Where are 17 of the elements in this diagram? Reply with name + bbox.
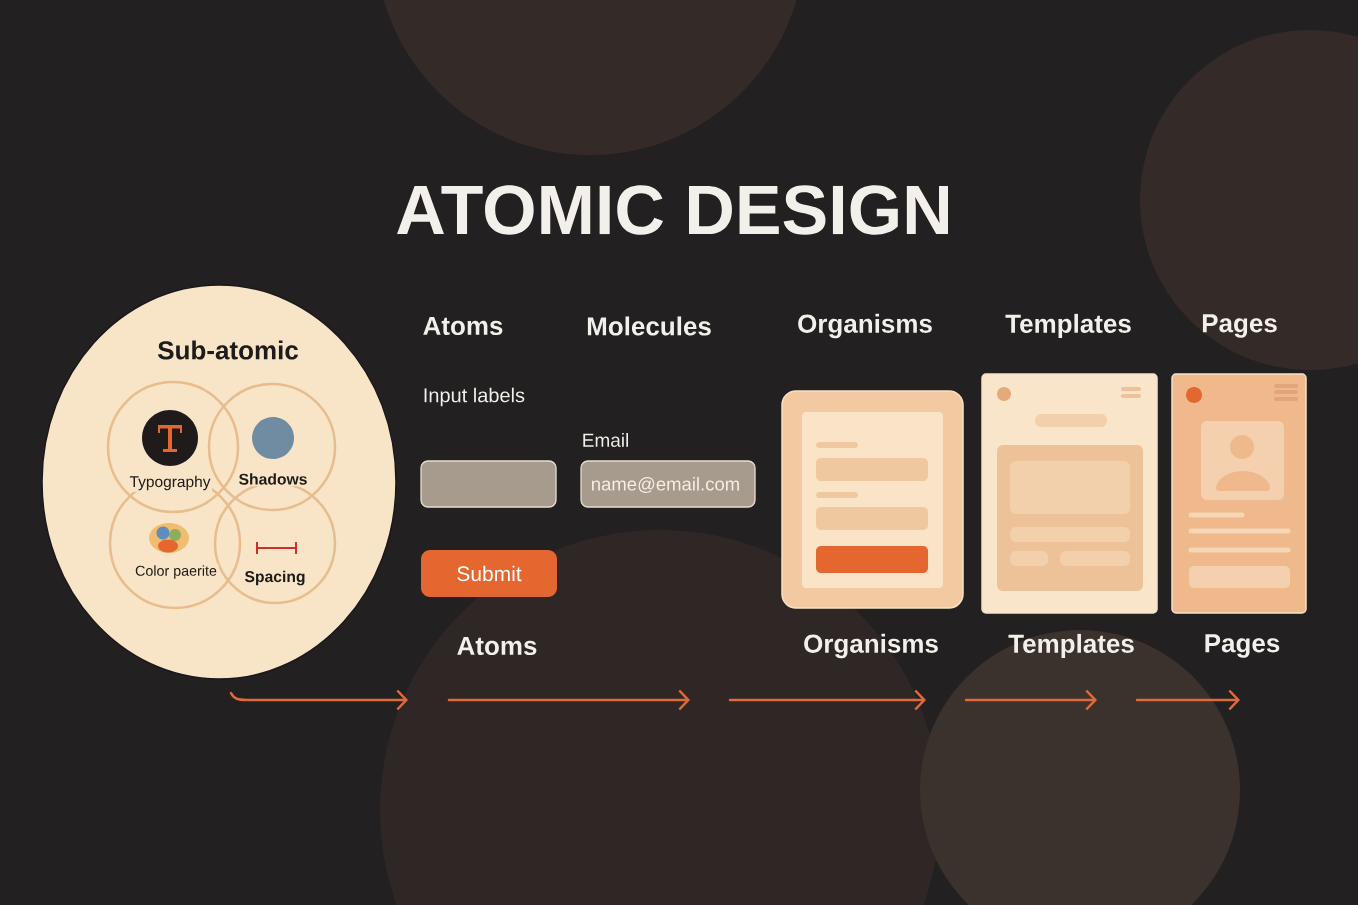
form-wireframe-drawing — [781, 390, 964, 609]
title: ATOMIC DESIGN — [397, 185, 948, 235]
field-label: Input labels — [424, 387, 525, 407]
stage-heading: Molecules — [587, 316, 711, 336]
stage-label: Organisms — [804, 633, 938, 659]
profile-wireframe-drawing — [1171, 373, 1307, 614]
layout-wireframe-drawing — [981, 373, 1158, 614]
stage-heading: Atoms — [423, 316, 503, 336]
stage-label: Templates — [1008, 633, 1134, 659]
stage-label: Atoms — [457, 636, 537, 656]
submit-button: Submit — [421, 550, 557, 597]
stage-heading: Templates — [1005, 313, 1131, 339]
stage-label: Pages — [1205, 634, 1280, 658]
stage-heading: Organisms — [798, 313, 932, 339]
stage-heading: Pages — [1202, 314, 1277, 338]
input-field: name@email.com — [580, 460, 756, 508]
field-label: Email — [583, 433, 628, 447]
